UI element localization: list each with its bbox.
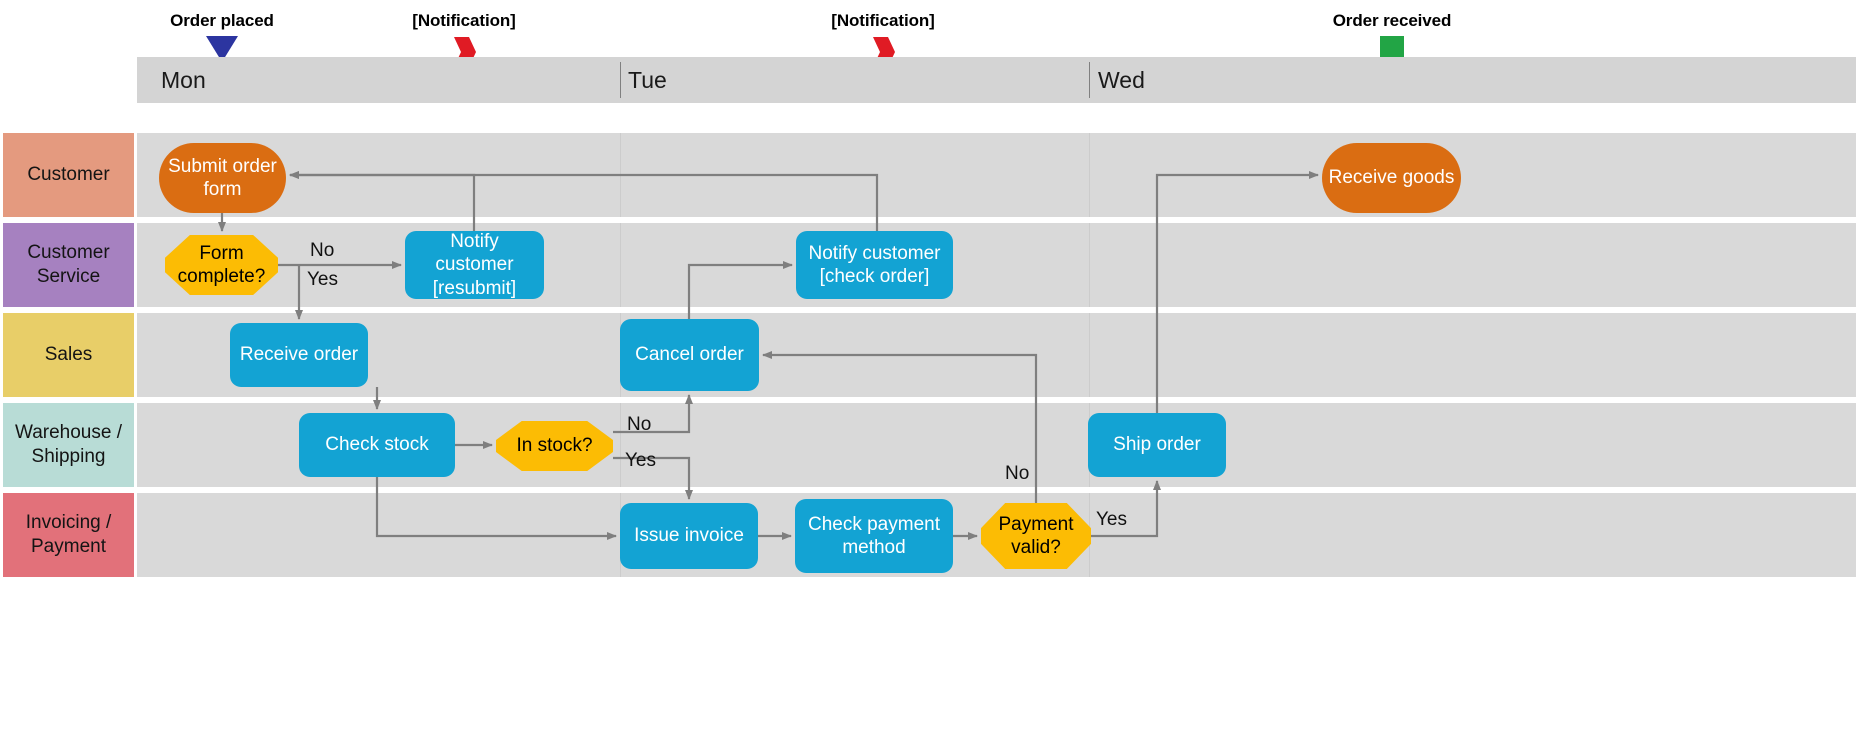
milestone-label-order-received: Order received (1332, 11, 1452, 30)
day-label-tue: Tue (628, 67, 667, 93)
milestone-label-order-placed: Order placed (170, 11, 274, 30)
node-label: Issue invoice (634, 525, 744, 547)
node-label: Cancel order (635, 344, 744, 366)
node-submit-order-form[interactable]: Submit order form (159, 143, 286, 213)
node-in-stock[interactable]: In stock? (496, 421, 613, 471)
edge-label-no-0: No (310, 240, 335, 261)
lane-body-sales (137, 313, 1856, 397)
lane-header-invoicing-payment[interactable]: Invoicing / Payment (3, 493, 134, 577)
node-label: Notify customer [check order] (808, 242, 941, 287)
lane-gridline (1089, 223, 1090, 307)
lane-gridline (1089, 133, 1090, 217)
lane-label: Invoicing / Payment (25, 512, 112, 557)
day-label-wed: Wed (1098, 67, 1145, 93)
node-check-stock[interactable]: Check stock (299, 413, 455, 477)
node-label: Check payment method (807, 513, 940, 558)
lane-gridline (620, 223, 621, 307)
node-form-complete[interactable]: Form complete? (165, 235, 278, 295)
lane-header-warehouse-shipping[interactable]: Warehouse / Shipping (3, 403, 134, 487)
node-issue-invoice[interactable]: Issue invoice (620, 503, 758, 569)
lane-gridline (620, 403, 621, 487)
node-notify-resubmit[interactable]: Notify customer [resubmit] (405, 231, 544, 299)
lane-body-customer-service (137, 223, 1856, 307)
day-separator-wed (1089, 62, 1090, 98)
lane-label: Customer (27, 164, 110, 186)
node-check-payment[interactable]: Check payment method (795, 499, 953, 573)
node-receive-goods[interactable]: Receive goods (1322, 143, 1461, 213)
edge-label-yes-1: Yes (307, 269, 338, 290)
node-label: Receive goods (1328, 167, 1455, 189)
lane-header-sales[interactable]: Sales (3, 313, 134, 397)
lane-header-customer-service[interactable]: Customer Service (3, 223, 134, 307)
lane-body-customer (137, 133, 1856, 217)
node-ship-order[interactable]: Ship order (1088, 413, 1226, 477)
node-label: Notify customer [resubmit] (432, 231, 517, 299)
edge-label-no-2: No (627, 414, 652, 435)
lane-gridline (620, 133, 621, 217)
day-separator-tue (620, 62, 621, 98)
edge-label-no-4: No (1005, 463, 1030, 484)
node-payment-valid[interactable]: Payment valid? (981, 503, 1091, 569)
edge-label-yes-5: Yes (1096, 509, 1127, 530)
node-label: In stock? (516, 435, 593, 457)
milestone-label-notification: [Notification] (831, 11, 935, 30)
lane-gridline (1089, 313, 1090, 397)
node-cancel-order[interactable]: Cancel order (620, 319, 759, 391)
lane-label: Sales (44, 344, 93, 366)
node-label: Payment valid? (998, 513, 1074, 558)
lane-header-customer[interactable]: Customer (3, 133, 134, 217)
timeline-band (137, 57, 1856, 103)
node-label: Receive order (239, 344, 359, 366)
node-label: Form complete? (177, 242, 266, 287)
node-receive-order[interactable]: Receive order (230, 323, 368, 387)
day-label-mon: Mon (161, 67, 206, 93)
node-label: Check stock (325, 434, 429, 456)
node-label: Submit order form (168, 155, 277, 200)
node-notify-check-order[interactable]: Notify customer [check order] (796, 231, 953, 299)
milestone-label-notification: [Notification] (412, 11, 516, 30)
node-label: Ship order (1113, 434, 1201, 456)
lane-label: Customer Service (27, 242, 110, 287)
lane-label: Warehouse / Shipping (14, 422, 122, 467)
edge-label-yes-3: Yes (625, 450, 656, 471)
